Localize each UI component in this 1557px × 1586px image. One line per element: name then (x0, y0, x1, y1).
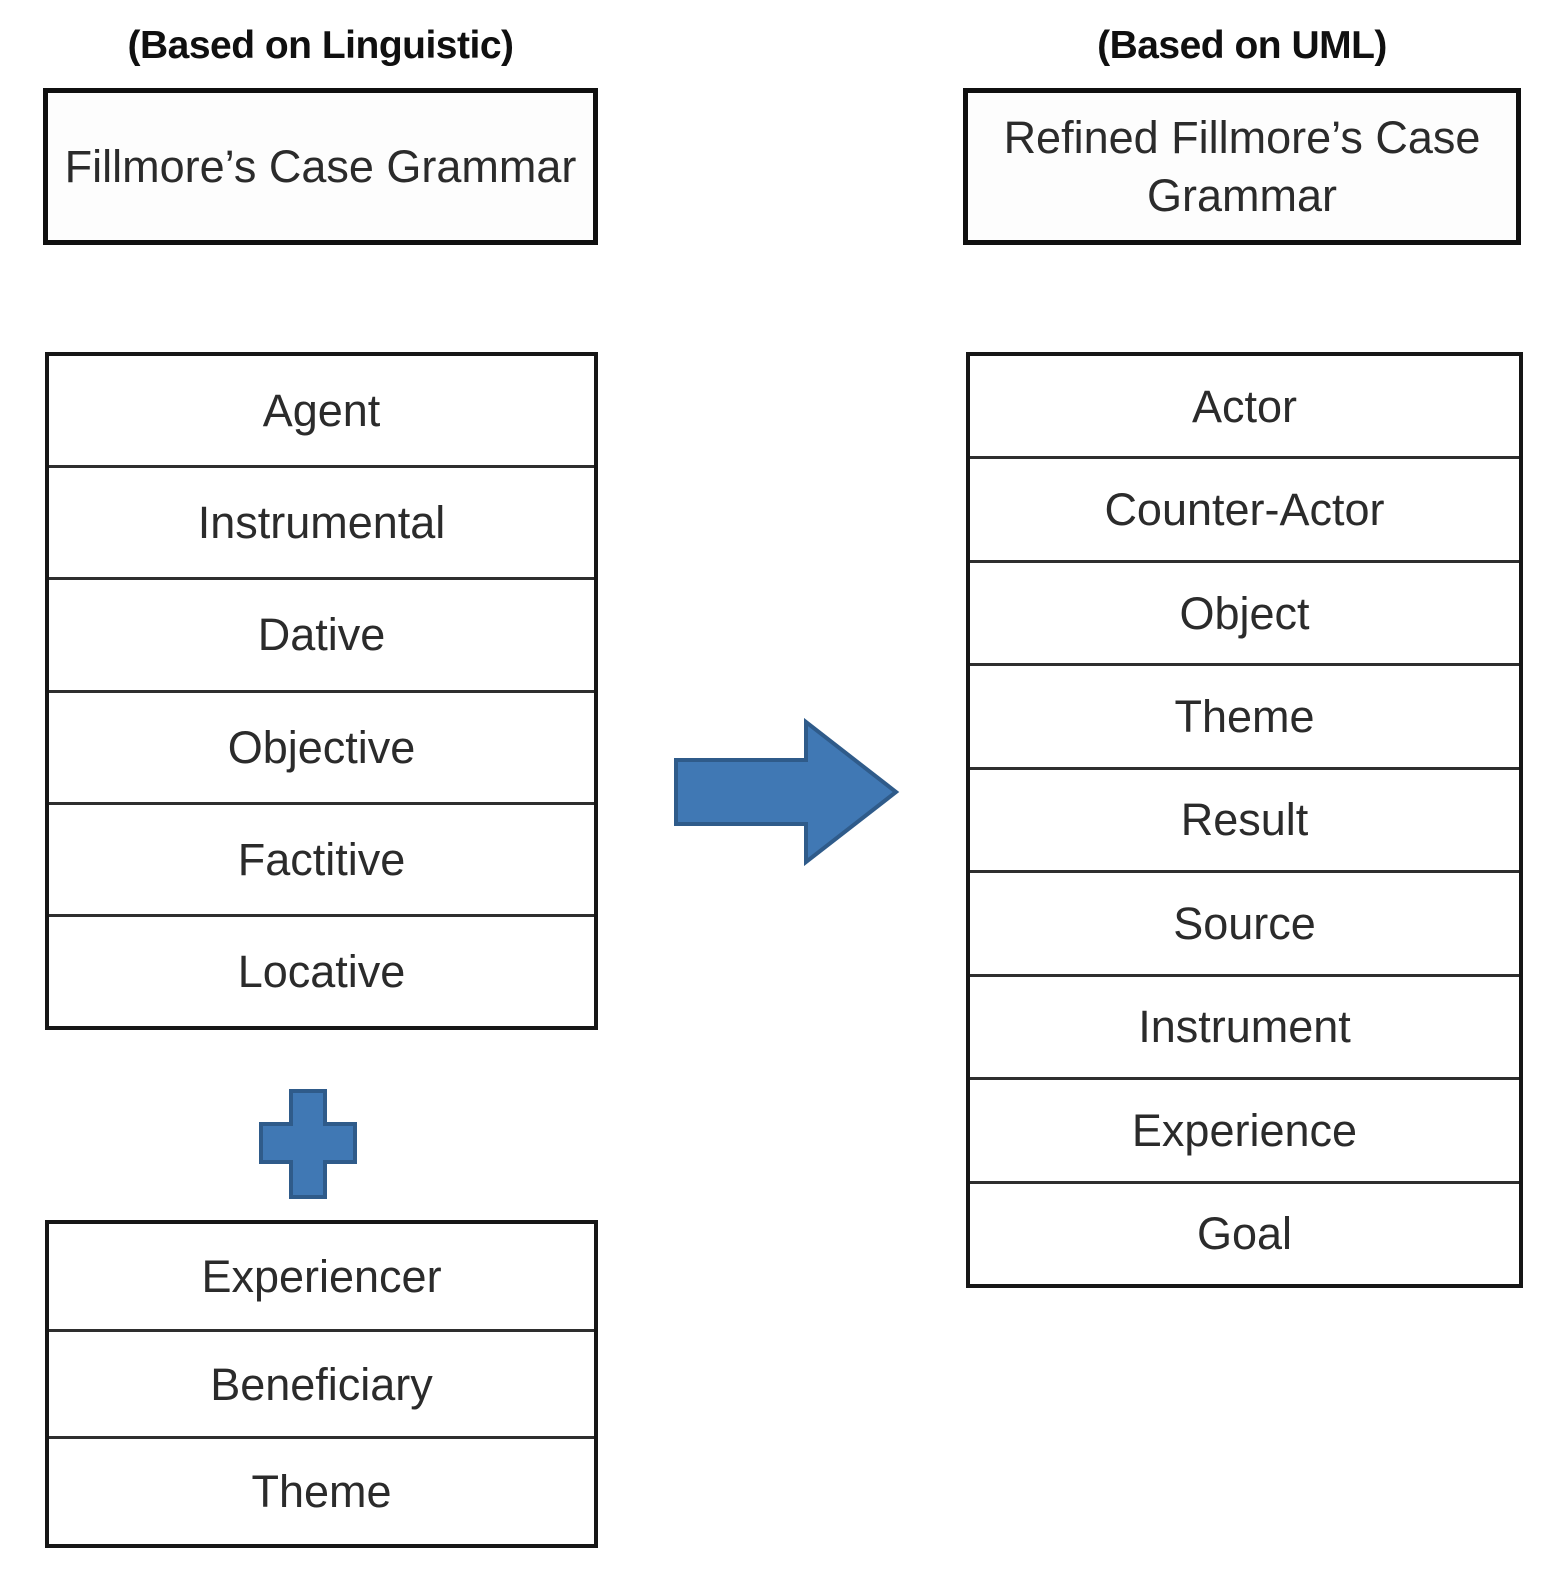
case-row: Actor (970, 356, 1519, 460)
target-model-title-box: Refined Fillmore’s Case Grammar (963, 88, 1521, 245)
case-row: Experience (970, 1080, 1519, 1184)
case-row: Object (970, 563, 1519, 667)
left-column-group-label: (Based on Linguistic) (127, 24, 514, 67)
case-row: Theme (251, 1466, 392, 1518)
source-model-title: Fillmore’s Case Grammar (64, 140, 577, 192)
case-row: Dative (49, 580, 594, 693)
case-row: Instrumental (49, 468, 594, 581)
case-row: Counter-Actor (970, 459, 1519, 563)
arrow-right-icon (672, 717, 900, 867)
target-model-title: Refined Fillmore’s Case Grammar (1003, 111, 1481, 221)
case-row: Experiencer (49, 1224, 594, 1332)
case-row: Goal (1196, 1208, 1293, 1260)
plus-icon (258, 1088, 358, 1200)
case-row: Agent (49, 356, 594, 469)
right-column-group-label: (Based on UML) (1097, 24, 1387, 67)
source-model-title-box: Fillmore’s Case Grammar (43, 88, 598, 245)
case-row: Theme (970, 666, 1519, 770)
case-row: Factitive (49, 805, 594, 917)
case-row: Instrument (970, 977, 1519, 1081)
case-row: Result (970, 770, 1519, 874)
case-row: Objective (49, 693, 594, 805)
case-row: Locative (237, 945, 406, 997)
case-row: Beneficiary (49, 1332, 594, 1440)
case-row: Source (970, 873, 1519, 977)
